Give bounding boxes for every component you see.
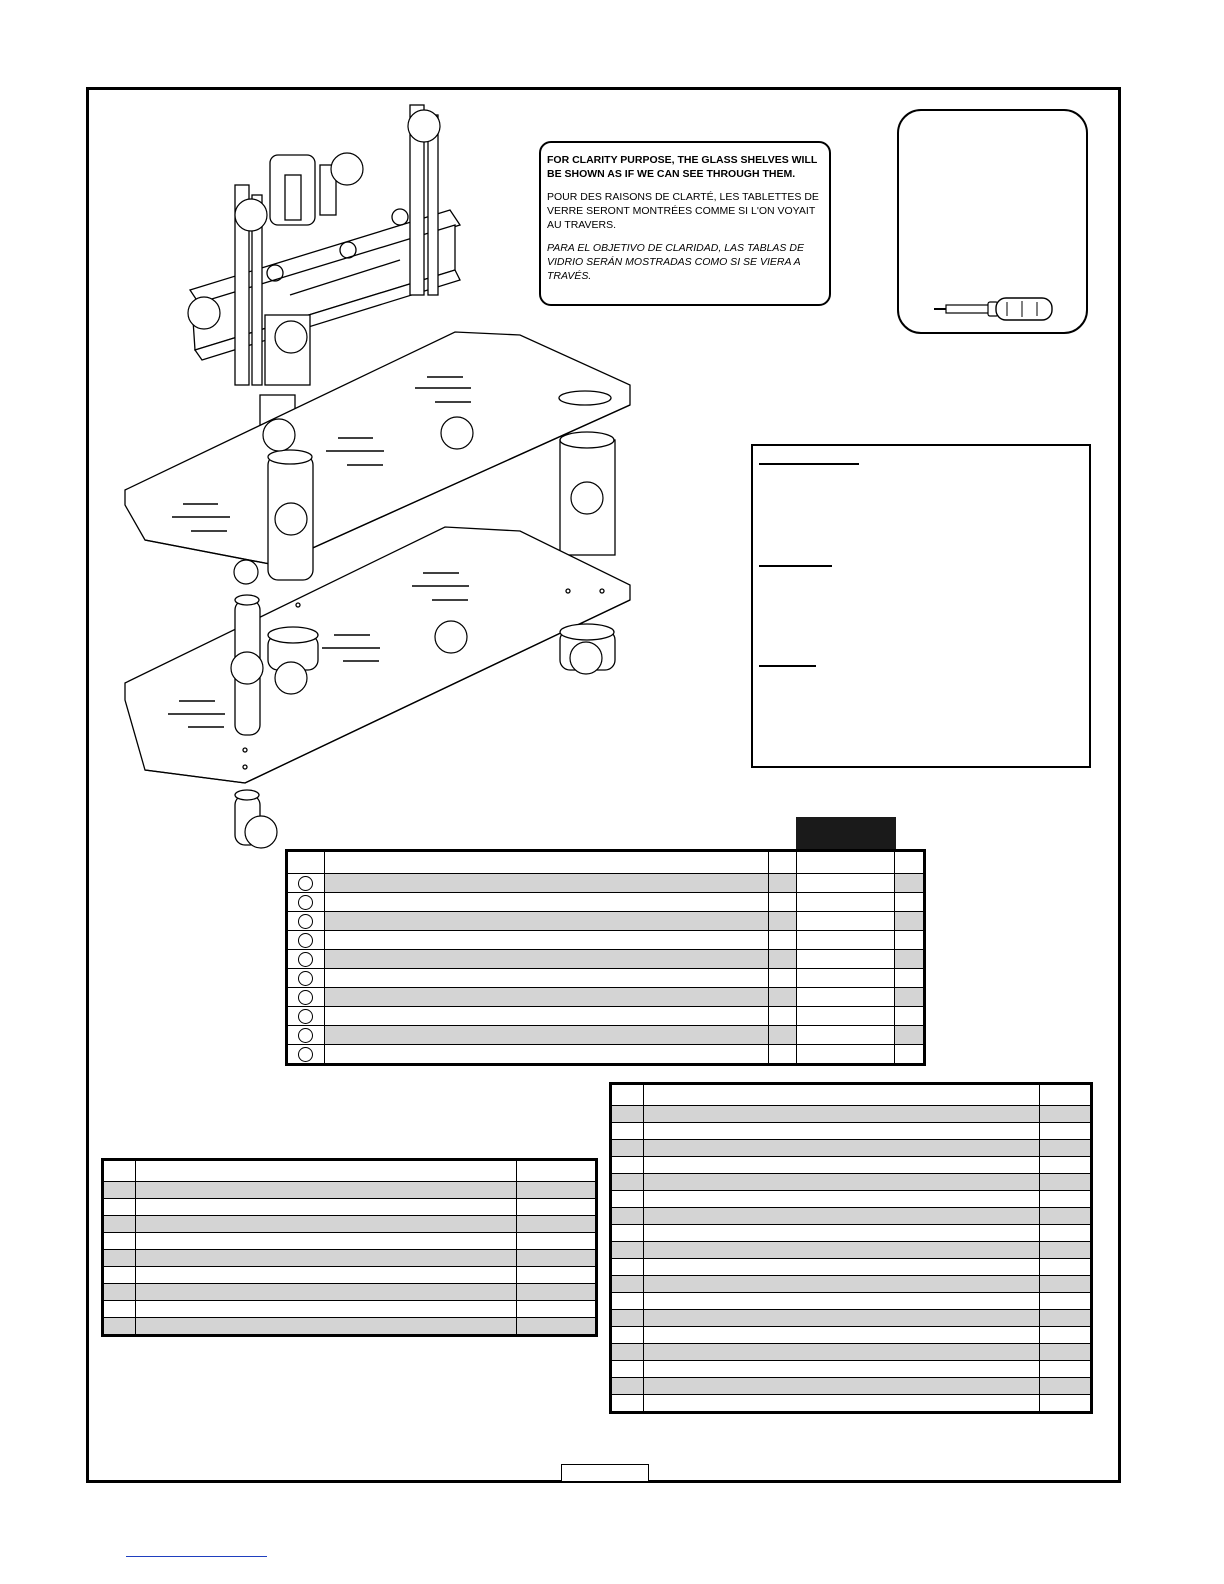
table-row (286, 987, 925, 1007)
table-row (286, 873, 925, 893)
table-row (286, 1025, 925, 1045)
table-row (610, 1343, 1092, 1361)
table-row (286, 930, 925, 950)
table-row (102, 1249, 597, 1267)
table-header-row (610, 1083, 1092, 1106)
table-row (610, 1326, 1092, 1344)
table-row (286, 1044, 925, 1065)
screwdriver-icon (934, 297, 1053, 321)
part-number-marker (298, 989, 314, 1005)
table-row (102, 1266, 597, 1284)
notice-english: FOR CLARITY PURPOSE, THE GLASS SHELVES W… (547, 154, 818, 180)
table-row (610, 1139, 1092, 1157)
table-row (102, 1300, 597, 1318)
table-row (286, 1006, 925, 1026)
footer-link-underline[interactable] (126, 1556, 267, 1557)
hardware-table-left (101, 1158, 598, 1337)
table-row (102, 1317, 597, 1336)
table-row (286, 892, 925, 912)
table-row (102, 1232, 597, 1250)
notice-spanish: PARA EL OBJETIVO DE CLARIDAD, LAS TABLAS… (547, 242, 804, 282)
table-row (610, 1394, 1092, 1413)
table-row (286, 911, 925, 931)
part-number-marker (298, 1008, 314, 1024)
table-row (610, 1309, 1092, 1327)
table-row (610, 1173, 1092, 1191)
instructions-box (751, 444, 1091, 768)
glass-clarity-notice: FOR CLARITY PURPOSE, THE GLASS SHELVES W… (539, 141, 831, 306)
table-row (286, 968, 925, 988)
table-row (610, 1224, 1092, 1242)
notice-french: POUR DES RAISONS DE CLARTÉ, LES TABLETTE… (547, 191, 819, 231)
part-number-marker (298, 894, 314, 910)
table-row (610, 1360, 1092, 1378)
table-header-row (286, 850, 925, 874)
table-row (610, 1156, 1092, 1174)
part-number-marker (298, 1027, 314, 1043)
table-row (610, 1105, 1092, 1123)
tools-required-box (897, 109, 1088, 334)
table-row (102, 1283, 597, 1301)
quantity-column-header (796, 817, 896, 849)
table-row (286, 949, 925, 969)
wall-bracket (188, 104, 462, 386)
table-row (610, 1377, 1092, 1395)
hardware-table-right (609, 1082, 1093, 1414)
table-row (102, 1181, 597, 1199)
parts-table (285, 849, 926, 1066)
assembly-illustration (124, 104, 631, 849)
part-number-marker (298, 1046, 314, 1062)
bottom-glass-shelf (124, 526, 631, 784)
table-row (610, 1190, 1092, 1208)
table-row (610, 1207, 1092, 1225)
part-number-marker (298, 970, 314, 986)
heading-underline (759, 665, 816, 667)
top-glass-shelf (124, 331, 631, 566)
table-row (102, 1198, 597, 1216)
table-row (610, 1292, 1092, 1310)
part-number-marker (298, 932, 314, 948)
heading-underline (759, 565, 832, 567)
table-row (610, 1258, 1092, 1276)
part-number-marker (298, 875, 314, 891)
table-row (102, 1215, 597, 1233)
table-header-row (102, 1159, 597, 1182)
part-number-marker (298, 951, 314, 967)
table-row (610, 1241, 1092, 1259)
page-number-box (561, 1464, 649, 1482)
table-row (610, 1122, 1092, 1140)
table-row (610, 1275, 1092, 1293)
heading-underline (759, 463, 859, 465)
part-number-marker (298, 913, 314, 929)
